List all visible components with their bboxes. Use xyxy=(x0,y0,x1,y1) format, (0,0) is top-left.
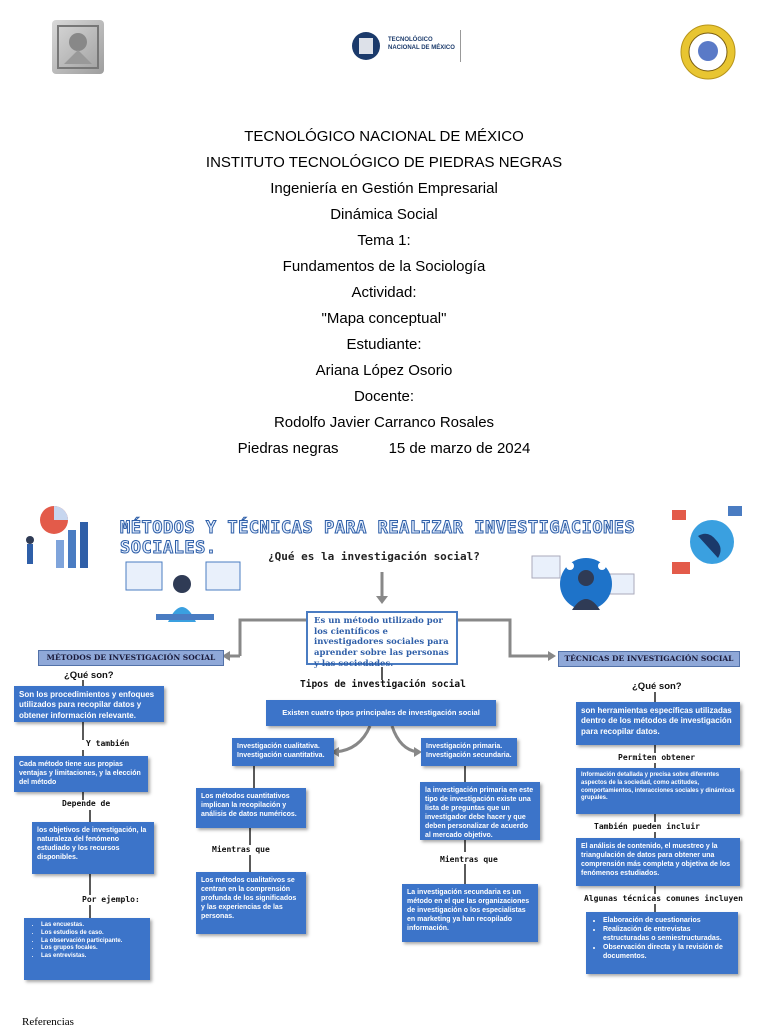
list-item: Las entrevistas. xyxy=(41,953,145,961)
cover-line: Docente: xyxy=(353,388,415,405)
techniques-list: Elaboración de cuestionarios Realización… xyxy=(586,912,738,974)
cover-line: Ariana López Osorio xyxy=(315,362,453,379)
while-label-left: Mientras que xyxy=(212,845,270,854)
list-item: Observación directa y la revisión de doc… xyxy=(603,943,733,961)
techniques-label-2: También pueden incluir xyxy=(594,822,700,831)
cover-line: INSTITUTO TECNOLÓGICO DE PIEDRAS NEGRAS xyxy=(205,154,563,171)
methods-label-3: Por ejemplo: xyxy=(82,895,140,904)
list-item: Los grupos focales. xyxy=(41,945,145,953)
logo-text-1: TECNOLÓGICO xyxy=(388,37,433,43)
quantitative-methods-box: Los métodos cuantitativos implican la re… xyxy=(196,788,306,828)
logo-text-2: NACIONAL DE MÉXICO xyxy=(388,45,455,51)
list-item: Las encuestas. xyxy=(41,922,145,930)
itpn-seal-logo xyxy=(680,24,736,80)
cover-line: Rodolfo Javier Carranco Rosales xyxy=(273,414,495,431)
secondary-research-box: La investigación secundaria es un método… xyxy=(402,884,538,942)
place: Piedras negras xyxy=(237,440,339,457)
network-person-illustration xyxy=(530,548,640,628)
techniques-box-3: El análisis de contenido, el muestreo y … xyxy=(576,838,740,886)
place-date-row: Piedras negras 15 de marzo de 2024 xyxy=(0,436,768,462)
cover-line: Dinámica Social xyxy=(330,206,438,223)
main-question: ¿Qué es la investigación social? xyxy=(268,550,480,563)
qualitative-quantitative-box: Investigación cualitativa. Investigación… xyxy=(232,738,334,766)
institute-logo-left xyxy=(52,20,104,74)
cover-line: Tema 1: xyxy=(357,232,411,249)
references-heading: Referencias xyxy=(22,1016,74,1028)
cover-page: TECNOLÓGICO NACIONAL DE MÉXICO INSTITUTO… xyxy=(0,124,768,462)
techniques-label-1: Permiten obtener xyxy=(618,753,696,762)
techniques-question: ¿Qué son? xyxy=(632,681,682,692)
qualitative-methods-box: Los métodos cualitativos se centran en l… xyxy=(196,872,306,934)
methods-header: MÉTODOS DE INVESTIGACIÓN SOCIAL xyxy=(38,650,224,666)
methods-box-3: los objetivos de investigación, la natur… xyxy=(32,822,154,874)
chart-people-illustration xyxy=(18,500,106,572)
types-box: Existen cuatro tipos principales de inve… xyxy=(266,700,496,726)
methods-box-2: Cada método tiene sus propias ventajas y… xyxy=(14,756,148,792)
cover-line: Ingeniería en Gestión Empresarial xyxy=(270,180,498,197)
methods-question: ¿Qué son? xyxy=(64,670,114,681)
techniques-box-2: Información detallada y precisa sobre di… xyxy=(576,768,740,814)
list-item: La observación participante. xyxy=(41,938,145,946)
cover-line: "Mapa conceptual" xyxy=(321,310,447,327)
tecnm-logo: TECNOLÓGICO NACIONAL DE MÉXICO xyxy=(348,26,466,66)
techniques-header: TÉCNICAS DE INVESTIGACIÓN SOCIAL xyxy=(558,651,740,667)
list-item: Elaboración de cuestionarios xyxy=(603,916,733,925)
cover-line: Actividad: xyxy=(351,284,417,301)
primary-secondary-box: Investigación primaria. Investigación se… xyxy=(421,738,517,766)
primary-research-box: la investigación primaria en este tipo d… xyxy=(420,782,540,840)
while-label-right: Mientras que xyxy=(440,855,498,864)
cover-line: Fundamentos de la Sociología xyxy=(282,258,486,275)
methods-examples-list: Las encuestas. Los estudios de caso. La … xyxy=(24,918,150,980)
globe-icons-illustration xyxy=(668,500,748,580)
techniques-label-3: Algunas técnicas comunes incluyen xyxy=(584,894,743,903)
list-item: Realización de entrevistas estructuradas… xyxy=(603,925,733,943)
cover-line: TECNOLÓGICO NACIONAL DE MÉXICO xyxy=(244,128,524,145)
map-title: MÉTODOS Y TÉCNICAS PARA REALIZAR INVESTI… xyxy=(120,518,636,559)
cover-line: Estudiante: xyxy=(346,336,422,353)
methods-label-2: Depende de xyxy=(62,799,111,808)
definition-box: Es un método utilizado por los científic… xyxy=(306,611,458,669)
methods-box-1: Son los procedimientos y enfoques utiliz… xyxy=(14,686,164,722)
date: 15 de marzo de 2024 xyxy=(388,440,531,457)
techniques-box-1: son herramientas específicas utilizadas … xyxy=(576,702,740,745)
types-label: Tipos de investigación social xyxy=(300,679,466,690)
list-item: Los estudios de caso. xyxy=(41,930,145,938)
laptop-worker-illustration xyxy=(120,556,250,628)
methods-label-1: Y también xyxy=(86,739,130,748)
